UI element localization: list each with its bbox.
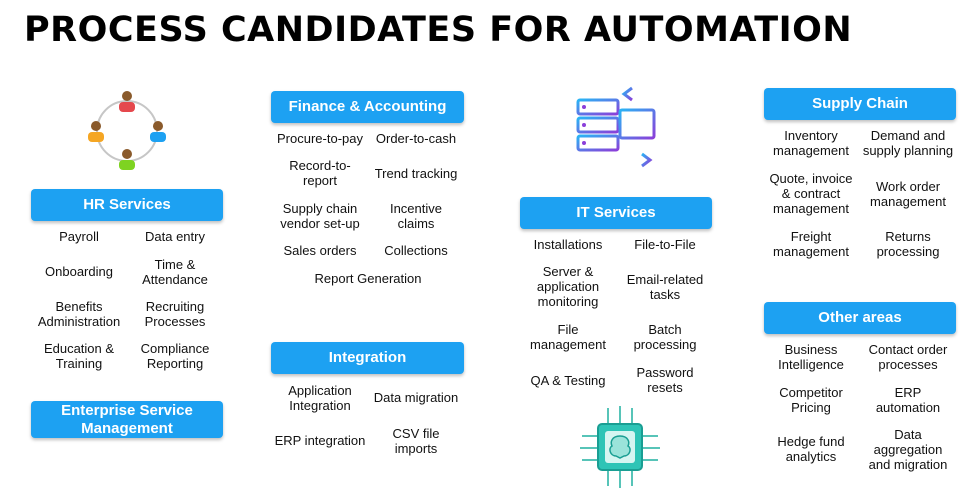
list-item: Contact order processes	[868, 342, 948, 372]
enterprise-service-management-header: Enterprise Service Management	[31, 401, 223, 438]
list-item: Quote, invoice & contract management	[769, 171, 853, 216]
list-item: Application Integration	[288, 383, 352, 413]
person-icon	[119, 91, 135, 112]
list-item: Data aggregation and migration	[868, 427, 948, 472]
ai-chip-icon	[580, 406, 660, 488]
list-item: Installations	[533, 237, 603, 252]
list-item: CSV file imports	[392, 426, 440, 456]
page-title: PROCESS CANDIDATES FOR AUTOMATION	[24, 10, 853, 50]
list-item: Server & application monitoring	[536, 264, 600, 309]
other-areas-header: Other areas	[764, 302, 956, 334]
integration-header: Integration	[271, 342, 464, 374]
list-item: Report Generation	[314, 271, 422, 286]
finance-accounting-header: Finance & Accounting	[271, 91, 464, 123]
list-item: Sales orders	[283, 243, 357, 258]
list-item: Data migration	[373, 390, 459, 405]
list-item: Demand and supply planning	[862, 128, 954, 158]
list-item: Password resets	[636, 365, 694, 395]
list-item: Returns processing	[876, 229, 940, 259]
list-item: Education & Training	[43, 341, 115, 371]
list-item: Time & Attendance	[142, 257, 208, 287]
list-item: Work order management	[870, 179, 946, 209]
list-item: Batch processing	[633, 322, 697, 352]
list-item: Freight management	[773, 229, 849, 259]
person-icon	[88, 121, 104, 142]
list-item: ERP automation	[875, 385, 941, 415]
list-item: Competitor Pricing	[779, 385, 843, 415]
list-item: Compliance Reporting	[140, 341, 210, 371]
person-icon	[150, 121, 166, 142]
list-item: Trend tracking	[374, 166, 458, 181]
list-item: Supply chain vendor set-up	[280, 201, 360, 231]
it-services-header: IT Services	[520, 197, 712, 229]
list-item: Record-to- report	[289, 158, 351, 188]
list-item: Order-to-cash	[375, 131, 457, 146]
list-item: Benefits Administration	[37, 299, 121, 329]
list-item: Payroll	[59, 229, 99, 244]
list-item: Onboarding	[45, 264, 113, 279]
hr-services-header: HR Services	[31, 189, 223, 221]
list-item: Hedge fund analytics	[777, 434, 845, 464]
list-item: Recruiting Processes	[144, 299, 206, 329]
list-item: File-to-File	[634, 237, 696, 252]
people-network-icon	[88, 91, 166, 170]
list-item: Procure-to-pay	[277, 131, 363, 146]
supply-chain-header: Supply Chain	[764, 88, 956, 120]
list-item: File management	[530, 322, 606, 352]
list-item: Business Intelligence	[778, 342, 844, 372]
list-item: Collections	[384, 243, 448, 258]
list-item: Email-related tasks	[626, 272, 704, 302]
list-item: Incentive claims	[389, 201, 443, 231]
list-item: Data entry	[145, 229, 205, 244]
list-item: ERP integration	[274, 433, 366, 448]
server-transfer-icon	[576, 86, 656, 168]
list-item: QA & Testing	[530, 373, 606, 388]
list-item: Inventory management	[773, 128, 849, 158]
person-icon	[119, 149, 135, 170]
